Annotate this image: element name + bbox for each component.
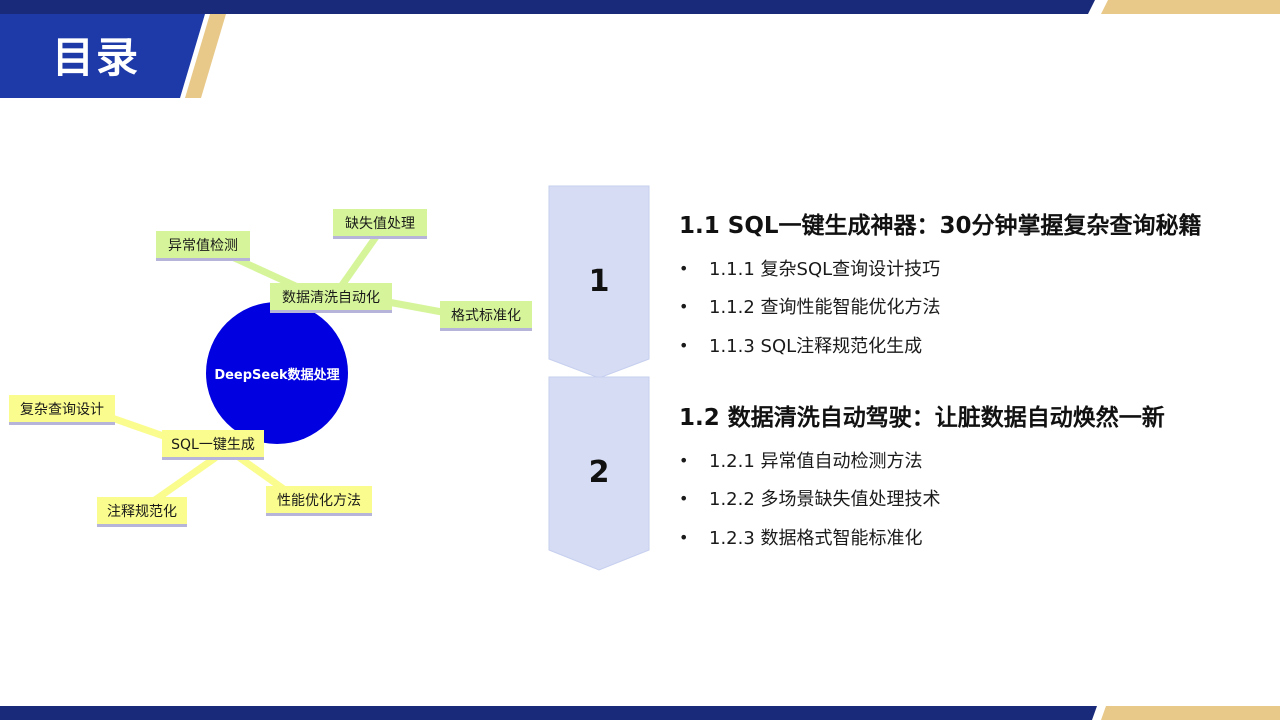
list-item: • 1.2.1 异常值自动检测方法 xyxy=(679,447,923,473)
bullet-icon: • xyxy=(679,488,689,508)
bottom-gold-bar xyxy=(1101,706,1280,720)
chevron-2 xyxy=(548,376,650,571)
mindmap-node-data-cleaning: 数据清洗自动化 xyxy=(270,283,392,313)
mindmap-node-outlier-detection: 异常值检测 xyxy=(156,231,250,261)
mindmap-green-links xyxy=(226,230,446,316)
bullet-icon: • xyxy=(679,450,689,470)
bullet-icon: • xyxy=(679,335,689,355)
mindmap-node-format-standardize: 格式标准化 xyxy=(440,301,532,331)
list-item-text: 1.2.2 多场景缺失值处理技术 xyxy=(709,489,941,510)
bullet-icon: • xyxy=(679,296,689,316)
section-number-1: 1 xyxy=(588,264,610,299)
title-gold-stripe xyxy=(185,14,226,98)
bullet-icon: • xyxy=(679,527,689,547)
list-item: • 1.2.3 数据格式智能标准化 xyxy=(679,524,923,550)
list-item-text: 1.2.3 数据格式智能标准化 xyxy=(709,528,923,549)
bullet-icon: • xyxy=(679,258,689,278)
mindmap-node-performance-opt: 性能优化方法 xyxy=(266,486,372,516)
title-block xyxy=(0,14,205,98)
mindmap-node-complex-query: 复杂查询设计 xyxy=(9,395,115,425)
mindmap-center-label: DeepSeek数据处理 xyxy=(214,367,340,383)
section-title-2: 1.2 数据清洗自动驾驶：让脏数据自动焕然一新 xyxy=(679,405,1165,431)
list-item-text: 1.1.2 查询性能智能优化方法 xyxy=(709,297,941,318)
top-navy-bar xyxy=(0,0,1095,14)
list-item-text: 1.1.3 SQL注释规范化生成 xyxy=(709,336,923,357)
list-item-text: 1.1.1 复杂SQL查询设计技巧 xyxy=(709,259,941,280)
list-item: • 1.1.1 复杂SQL查询设计技巧 xyxy=(679,255,940,281)
mindmap-center-circle xyxy=(206,302,348,444)
list-item: • 1.1.3 SQL注释规范化生成 xyxy=(679,332,922,358)
section-title-1: 1.1 SQL一键生成神器：30分钟掌握复杂查询秘籍 xyxy=(679,213,1202,239)
section-number-2: 2 xyxy=(588,455,610,490)
list-item: • 1.2.2 多场景缺失值处理技术 xyxy=(679,485,941,511)
mindmap-node-comment-standard: 注释规范化 xyxy=(97,497,187,527)
chevron-1 xyxy=(548,185,650,379)
top-gold-bar xyxy=(1101,0,1280,14)
mindmap-node-sql-generation: SQL一键生成 xyxy=(162,430,264,460)
page-title: 目录 xyxy=(52,33,141,82)
mindmap-node-missing-values: 缺失值处理 xyxy=(333,209,427,239)
list-item: • 1.1.2 查询性能智能优化方法 xyxy=(679,293,941,319)
bottom-navy-bar xyxy=(0,706,1097,720)
list-item-text: 1.2.1 异常值自动检测方法 xyxy=(709,451,923,472)
